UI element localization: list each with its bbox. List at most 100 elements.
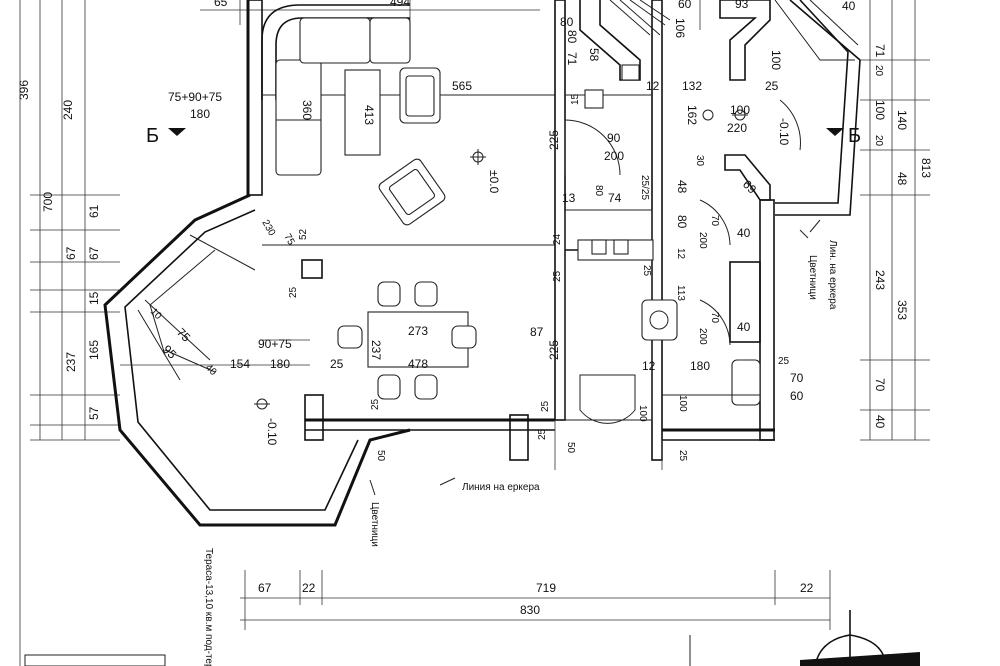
dim-25f: 25 (641, 265, 652, 277)
dim-200b: 200 (697, 232, 708, 249)
bay-window-left (103, 193, 411, 527)
dim-70a: 70 (709, 215, 720, 227)
dim-bottom-22b: 22 (800, 581, 814, 595)
dim-95: 95 (160, 342, 180, 362)
dim-top-494: 494 (390, 0, 410, 9)
dim-100b: 100 (637, 405, 648, 422)
dim-25i: 25 (537, 428, 548, 440)
dimension-labels: 65 494 80 60 93 40 396 240 700 61 67 67 … (17, 0, 933, 617)
dim-180: 180 (190, 107, 210, 121)
section-label-right: Б (848, 125, 861, 147)
bottom-dimension-lines (240, 420, 831, 630)
dim-top-93: 93 (735, 0, 749, 11)
bay-line-bottom-label: Линия на еркера (462, 482, 540, 493)
dim-113: 113 (675, 285, 686, 301)
armchair-bottom (378, 158, 446, 226)
armchair-top (399, 67, 441, 124)
level-label-left: -0.10 (265, 418, 279, 446)
dim-left-67: 67 (64, 246, 78, 260)
dim-left-57: 57 (87, 406, 101, 420)
dim-13: 13 (562, 191, 576, 205)
dim-right-353: 353 (895, 300, 909, 320)
dim-90: 90 (607, 131, 621, 145)
dim-360: 360 (300, 100, 314, 120)
dim-25g: 25 (677, 450, 688, 462)
dim-237: 237 (369, 340, 383, 360)
dim-right-40: 40 (873, 415, 887, 429)
dim-right-243: 243 (873, 270, 887, 290)
dim-565: 565 (452, 79, 472, 93)
level-label-right: -0.10 (777, 118, 791, 146)
dim-225: 225 (547, 130, 561, 150)
dim-25h: 25 (778, 356, 790, 367)
dim-220: 220 (727, 121, 747, 135)
dim-top-60: 60 (678, 0, 692, 11)
dim-left-15: 15 (87, 291, 101, 305)
dim-bottom-830: 830 (520, 603, 540, 617)
dim-25-25: 25/25 (639, 175, 650, 200)
dim-25a: 25 (288, 286, 299, 298)
dim-225b: 225 (547, 340, 561, 360)
dim-58: 58 (587, 48, 601, 62)
section-marker-left (168, 128, 186, 136)
dim-200: 200 (604, 149, 624, 163)
dim-80d: 80 (675, 215, 689, 229)
dim-180c: 180 (690, 359, 710, 373)
dim-273: 273 (408, 324, 428, 338)
annotation-labels: Б Б Лин. на еркера Цветници Линия на ерк… (146, 125, 861, 666)
dim-right-25s: 25 (765, 79, 779, 93)
dim-478: 478 (408, 357, 428, 371)
dim-40b: 40 (737, 226, 751, 240)
dim-50b: 50 (375, 450, 386, 462)
dim-154: 154 (230, 357, 250, 371)
dim-230: 230 (259, 218, 277, 238)
dim-right-20a: 20 (873, 65, 884, 77)
dim-162: 162 (685, 105, 699, 125)
title-block-edge (24, 654, 166, 666)
compass-icon (689, 610, 920, 666)
dim-74: 74 (608, 191, 622, 205)
dim-106: 106 (673, 18, 687, 38)
dim-top-65: 65 (214, 0, 228, 9)
dim-75-90-75: 75+90+75 (168, 90, 222, 104)
right-rooms (662, 0, 801, 441)
dim-87: 87 (530, 325, 544, 339)
level-label-main: ±0.0 (487, 170, 501, 194)
level-labels: ±0.0 -0.10 -0.10 (265, 118, 791, 446)
dim-100c: 100 (677, 395, 688, 412)
planters-bottom-label: Цветници (369, 502, 380, 547)
left-dimension-lines (19, 0, 120, 666)
dim-right-140: 140 (895, 110, 909, 130)
sofa (275, 17, 411, 176)
dim-80b: 80 (565, 30, 579, 44)
planters-right-label: Цветници (807, 255, 818, 300)
dim-25c: 25 (370, 398, 381, 410)
dim-48: 48 (675, 180, 689, 194)
section-label-left: Б (146, 125, 159, 147)
dim-right-71: 71 (873, 44, 887, 58)
dim-bottom-67: 67 (258, 581, 272, 595)
dim-left-61: 61 (87, 204, 101, 218)
dim-left-67b: 67 (87, 246, 101, 260)
section-marker-right (826, 128, 844, 136)
dim-right-100s: 100 (769, 50, 783, 70)
dim-25d: 25 (540, 400, 551, 412)
dim-left-700: 700 (41, 192, 55, 212)
dim-left-165: 165 (87, 340, 101, 360)
top-dimension-lines (200, 0, 701, 100)
dim-10: 10 (148, 306, 164, 322)
dim-top-80: 80 (560, 15, 574, 29)
dim-70b: 70 (709, 312, 720, 324)
dim-80c: 80 (593, 185, 604, 197)
dim-12b: 12 (675, 248, 686, 260)
dim-right-20b: 20 (873, 135, 884, 147)
dim-right-100: 100 (873, 100, 887, 120)
terrace-note: Тераса-13,10 кв.м под-терасата (203, 548, 214, 666)
dim-25e: 25 (552, 270, 563, 282)
dim-100a: 100 (730, 103, 750, 117)
level-markers (254, 109, 748, 410)
dim-60: 60 (790, 389, 804, 403)
dim-left-396: 396 (17, 80, 31, 100)
corridor-walls (554, 0, 663, 461)
